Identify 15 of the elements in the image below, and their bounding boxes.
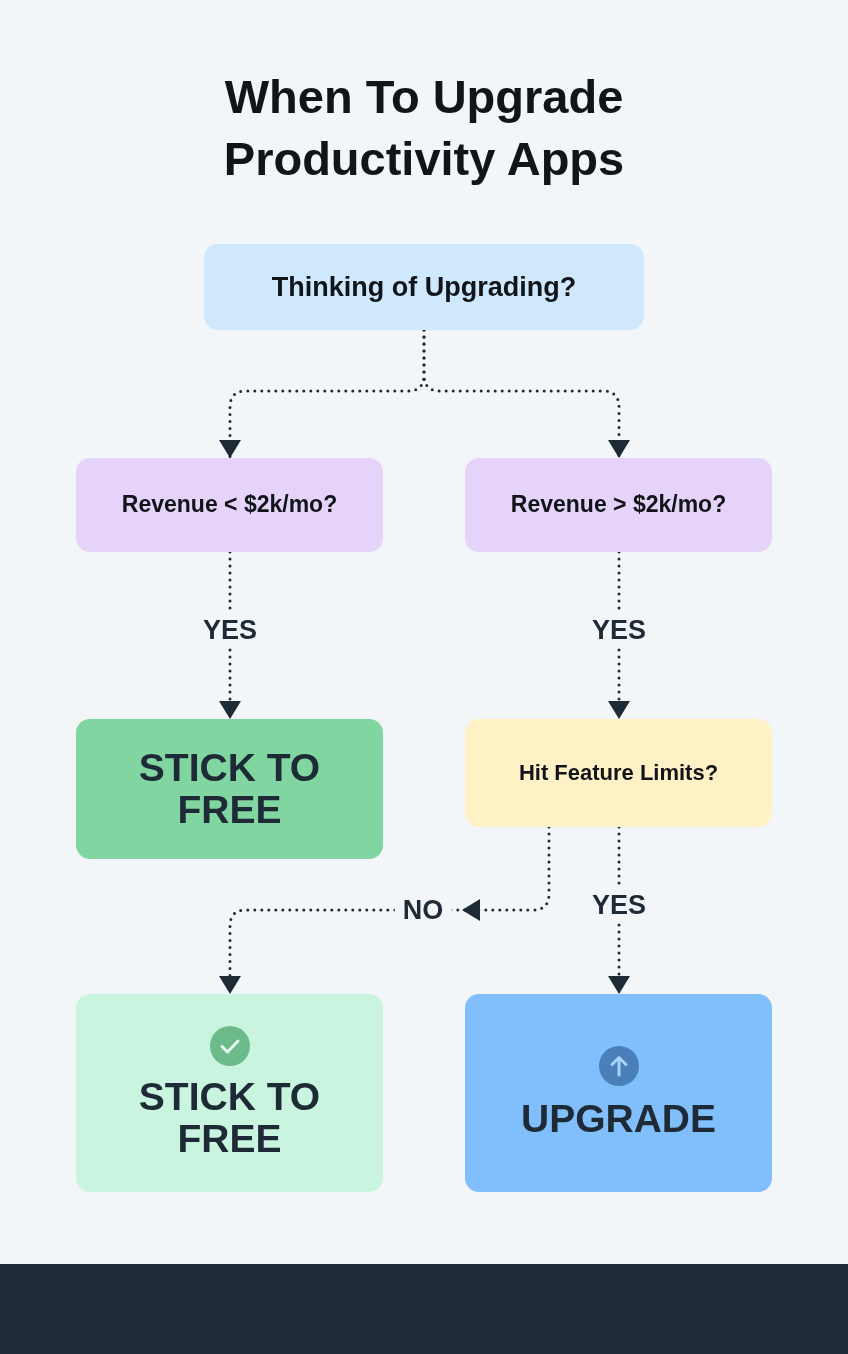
outcome-box bbox=[76, 719, 383, 859]
outcome-box bbox=[76, 994, 383, 1192]
outcome-box bbox=[465, 994, 772, 1192]
decision-box bbox=[465, 458, 772, 552]
question-text: Hit Feature Limits? bbox=[518, 759, 719, 787]
outcome-text: UPGRADE bbox=[521, 1097, 716, 1141]
title: When To Upgrade Productivity Apps bbox=[222, 69, 626, 187]
outcome-text: STICK TO FREE bbox=[137, 746, 322, 832]
question-text: Thinking of Upgrading? bbox=[271, 270, 577, 304]
decision-box bbox=[76, 458, 383, 552]
decision-box bbox=[465, 719, 772, 827]
outcome-text: STICK TO FREE bbox=[137, 1075, 322, 1161]
start-box bbox=[204, 244, 644, 330]
question-text: Revenue < $2k/mo? bbox=[121, 491, 338, 519]
question-text: Revenue > $2k/mo? bbox=[510, 491, 727, 519]
